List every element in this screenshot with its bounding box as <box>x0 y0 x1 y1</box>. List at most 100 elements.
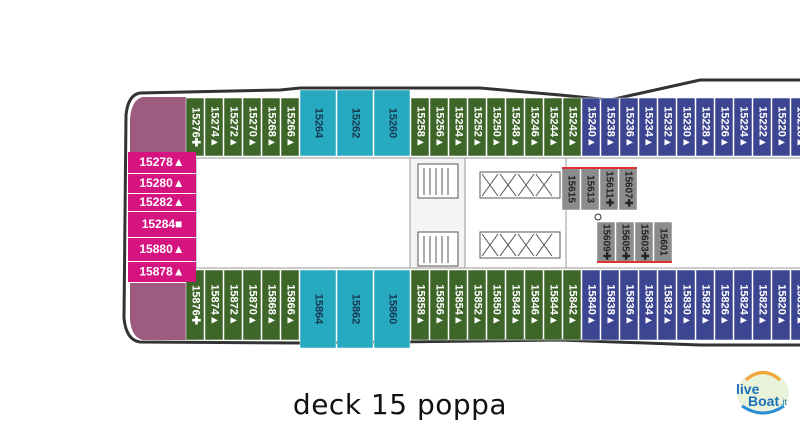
cabin-bottom[interactable]: 15872▲ <box>223 269 243 341</box>
cabin-bottom[interactable]: 15876✚ <box>185 269 205 341</box>
cabin-bottom[interactable]: 15864 <box>299 269 337 349</box>
stern-cabin[interactable]: 15280▲ <box>128 174 196 193</box>
cabin-top[interactable]: 15272▲ <box>223 97 243 157</box>
cabin-top[interactable]: 15248▲ <box>505 97 525 157</box>
cabin-top[interactable]: 15238▲ <box>600 97 620 157</box>
service-room-label: 15607✚ <box>622 171 633 208</box>
stern-cabin-label: 15878▲ <box>139 265 184 279</box>
service-room-label: 15603✚ <box>638 224 649 261</box>
cabin-top[interactable]: 15240▲ <box>581 97 601 157</box>
cabin-top[interactable]: 15226▲ <box>714 97 734 157</box>
cabin-top[interactable]: 15264 <box>299 89 337 157</box>
cabin-label: 15244▲ <box>548 106 560 147</box>
cabin-bottom[interactable]: 15840▲ <box>581 269 601 341</box>
logo-text-boat: Boat <box>748 393 780 409</box>
service-room[interactable]: 15607✚ <box>618 167 638 211</box>
cabin-bottom[interactable]: 15854▲ <box>448 269 468 341</box>
cabin-bottom[interactable]: 15832▲ <box>657 269 677 341</box>
cabin-top[interactable]: 15250▲ <box>486 97 506 157</box>
logo-badge-icon <box>737 371 789 415</box>
service-room[interactable]: 15613 <box>580 167 600 211</box>
cabin-top[interactable]: 15268▲ <box>261 97 281 157</box>
cabin-top[interactable]: 15222▲ <box>752 97 772 157</box>
cabin-top[interactable]: 15246▲ <box>524 97 544 157</box>
hull-outline <box>122 78 800 347</box>
cabin-bottom[interactable]: 15870▲ <box>242 269 262 341</box>
cabin-bottom[interactable]: 15844▲ <box>543 269 563 341</box>
cabin-top[interactable]: 15258▲ <box>410 97 430 157</box>
cabin-top[interactable]: 15242▲ <box>562 97 582 157</box>
cabin-top[interactable]: 15232▲ <box>657 97 677 157</box>
cabin-bottom[interactable]: 15822▲ <box>752 269 772 341</box>
cabin-top[interactable]: 15244▲ <box>543 97 563 157</box>
stern-suite-lower <box>130 283 186 340</box>
cabin-label: 15234▲ <box>643 106 655 147</box>
service-room[interactable]: 15603✚ <box>634 221 654 263</box>
cabin-bottom[interactable]: 15830▲ <box>676 269 696 341</box>
cabin-top[interactable]: 15260 <box>373 89 411 157</box>
cabin-label: 15838▲ <box>605 284 617 325</box>
cabin-top[interactable]: 15234▲ <box>638 97 658 157</box>
cabin-bottom[interactable]: 15866▲ <box>280 269 300 341</box>
stern-cabin[interactable]: 15282▲ <box>128 194 196 211</box>
cabin-bottom[interactable]: 15848▲ <box>505 269 525 341</box>
cabin-label: 15834▲ <box>643 284 655 325</box>
cabin-label: 15862 <box>350 294 362 325</box>
cabin-bottom[interactable]: 15838▲ <box>600 269 620 341</box>
cabin-label: 15262 <box>350 108 362 139</box>
cabin-bottom[interactable]: 15856▲ <box>429 269 449 341</box>
cabin-top[interactable]: 15218▲ <box>790 97 800 157</box>
cabin-bottom[interactable]: 15846▲ <box>524 269 544 341</box>
cabin-label: 15854▲ <box>453 284 465 325</box>
cabin-label: 15254▲ <box>453 106 465 147</box>
cabin-top[interactable]: 15224▲ <box>733 97 753 157</box>
cabin-bottom[interactable]: 15820▲ <box>771 269 791 341</box>
cabin-top[interactable]: 15266▲ <box>280 97 300 157</box>
cabin-label: 15242▲ <box>567 106 579 147</box>
cabin-bottom[interactable]: 15862 <box>336 269 374 349</box>
cabin-bottom[interactable]: 15852▲ <box>467 269 487 341</box>
stern-cabin[interactable]: 15284■ <box>128 212 196 237</box>
stern-cabin[interactable]: 15878▲ <box>128 262 196 282</box>
cabin-label: 15240▲ <box>586 106 598 147</box>
cabin-bottom[interactable]: 15860 <box>373 269 411 349</box>
cabin-bottom[interactable]: 15858▲ <box>410 269 430 341</box>
service-room[interactable]: 15605✚ <box>615 221 635 263</box>
cabin-bottom[interactable]: 15874▲ <box>204 269 224 341</box>
cabin-top[interactable]: 15274▲ <box>204 97 224 157</box>
cabin-bottom[interactable]: 15828▲ <box>695 269 715 341</box>
cabin-bottom[interactable]: 15836▲ <box>619 269 639 341</box>
cabin-top[interactable]: 15254▲ <box>448 97 468 157</box>
service-room[interactable]: 15601 <box>653 221 673 263</box>
cabin-top[interactable]: 15236▲ <box>619 97 639 157</box>
cabin-label: 15268▲ <box>266 106 278 147</box>
cabin-bottom[interactable]: 15818▲ <box>790 269 800 341</box>
cabin-top[interactable]: 15270▲ <box>242 97 262 157</box>
stern-cabin[interactable]: 15880▲ <box>128 238 196 261</box>
cabin-label: 15830▲ <box>681 284 693 325</box>
stern-suite <box>130 97 186 152</box>
cabin-top[interactable]: 15228▲ <box>695 97 715 157</box>
cabin-top[interactable]: 15256▲ <box>429 97 449 157</box>
service-room[interactable]: 15615 <box>561 167 581 211</box>
cabin-top[interactable]: 15276✚ <box>185 97 205 157</box>
cabin-label: 15820▲ <box>776 284 788 325</box>
cabin-top[interactable]: 15262 <box>336 89 374 157</box>
cabin-bottom[interactable]: 15868▲ <box>261 269 281 341</box>
cabin-bottom[interactable]: 15824▲ <box>733 269 753 341</box>
cabin-top[interactable]: 15230▲ <box>676 97 696 157</box>
service-room-label: 15611✚ <box>603 171 614 207</box>
cabin-bottom[interactable]: 15834▲ <box>638 269 658 341</box>
cabin-top[interactable]: 15252▲ <box>467 97 487 157</box>
cabin-label: 15836▲ <box>624 284 636 325</box>
logo-text-suffix: .it <box>780 397 788 407</box>
cabin-top[interactable]: 15220▲ <box>771 97 791 157</box>
cabin-bottom[interactable]: 15842▲ <box>562 269 582 341</box>
service-room[interactable]: 15611✚ <box>599 167 619 211</box>
cabin-bottom[interactable]: 15850▲ <box>486 269 506 341</box>
cabin-bottom[interactable]: 15826▲ <box>714 269 734 341</box>
cabin-label: 15252▲ <box>472 106 484 147</box>
service-room[interactable]: 15609✚ <box>596 221 616 263</box>
stern-cabin-label: 15880▲ <box>139 242 184 256</box>
stern-cabin[interactable]: 15278▲ <box>128 152 196 173</box>
